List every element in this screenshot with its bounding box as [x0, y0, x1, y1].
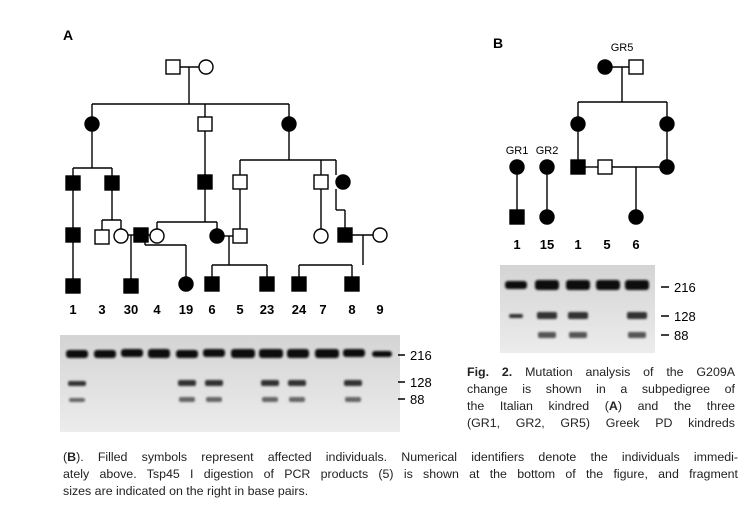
id-label: 7	[319, 302, 326, 317]
panel-b-label: B	[493, 35, 503, 51]
caption-line: change is shown in a subpedigree of	[467, 382, 735, 396]
panel-a-ref: A	[608, 399, 618, 413]
kindred-label-gr1: GR1	[506, 145, 529, 157]
panel-a-label: A	[63, 27, 73, 43]
gel-a-size-markers	[398, 354, 405, 400]
pedigree-b	[509, 59, 675, 225]
id-label: 5	[603, 237, 610, 252]
band-size-label: 88	[410, 392, 424, 407]
id-label: 1	[513, 237, 520, 252]
band-size-label: 128	[410, 375, 432, 390]
band-size-label: 216	[674, 280, 696, 295]
id-label: 8	[348, 302, 355, 317]
id-label: 1	[574, 237, 581, 252]
id-label: 6	[632, 237, 639, 252]
caption-text: the Italian kindred (	[467, 399, 609, 413]
id-label: 23	[260, 302, 274, 317]
figure-label: Fig. 2.	[467, 365, 513, 379]
id-label: 24	[292, 302, 307, 317]
band-size-label: 88	[674, 328, 688, 343]
id-label: 5	[236, 302, 243, 317]
id-label: 9	[376, 302, 383, 317]
id-label: 15	[540, 237, 554, 252]
pedigree-a	[65, 59, 388, 294]
id-label: 4	[153, 302, 161, 317]
caption-text: ) and the three	[617, 399, 735, 413]
id-label: 3	[98, 302, 105, 317]
caption-text: ). Filled symbols represent affected ind…	[76, 450, 738, 464]
kindred-label-gr5: GR5	[611, 42, 634, 54]
caption-line: Mutation analysis of the G209A	[525, 365, 735, 379]
id-label: 1	[69, 302, 76, 317]
id-label: 19	[179, 302, 193, 317]
id-label: 30	[124, 302, 138, 317]
caption-text: (	[63, 450, 68, 464]
gel-b-bands	[505, 280, 649, 338]
gel-b-size-markers	[661, 286, 669, 336]
panel-b-ref: B	[67, 450, 77, 464]
band-size-label: 128	[674, 309, 696, 324]
caption-line: (GR1, GR2, GR5) Greek PD kindreds	[467, 416, 735, 430]
id-label: 6	[208, 302, 215, 317]
panel-a-numbers: 1 3 30 4 19 6 5 23 24 7 8 9	[69, 302, 383, 317]
figure-caption-bottom: (B). Filled symbols represent affected i…	[63, 449, 738, 500]
kindred-label-gr2: GR2	[536, 145, 559, 157]
caption-line: ately above. Tsp45 I digestion of PCR pr…	[63, 467, 738, 481]
figure-caption-right: Fig. 2. Mutation analysis of the G209A c…	[467, 364, 735, 432]
gel-b: 216 128 88	[500, 265, 696, 353]
caption-line: sizes are indicated on the right in base…	[63, 484, 309, 498]
panel-b-numbers: 1 15 1 5 6	[513, 237, 639, 252]
band-size-label: 216	[410, 348, 432, 363]
gel-b-background	[500, 265, 655, 353]
gel-a-bands	[66, 349, 392, 402]
gel-a: 216 128 88	[60, 335, 432, 432]
